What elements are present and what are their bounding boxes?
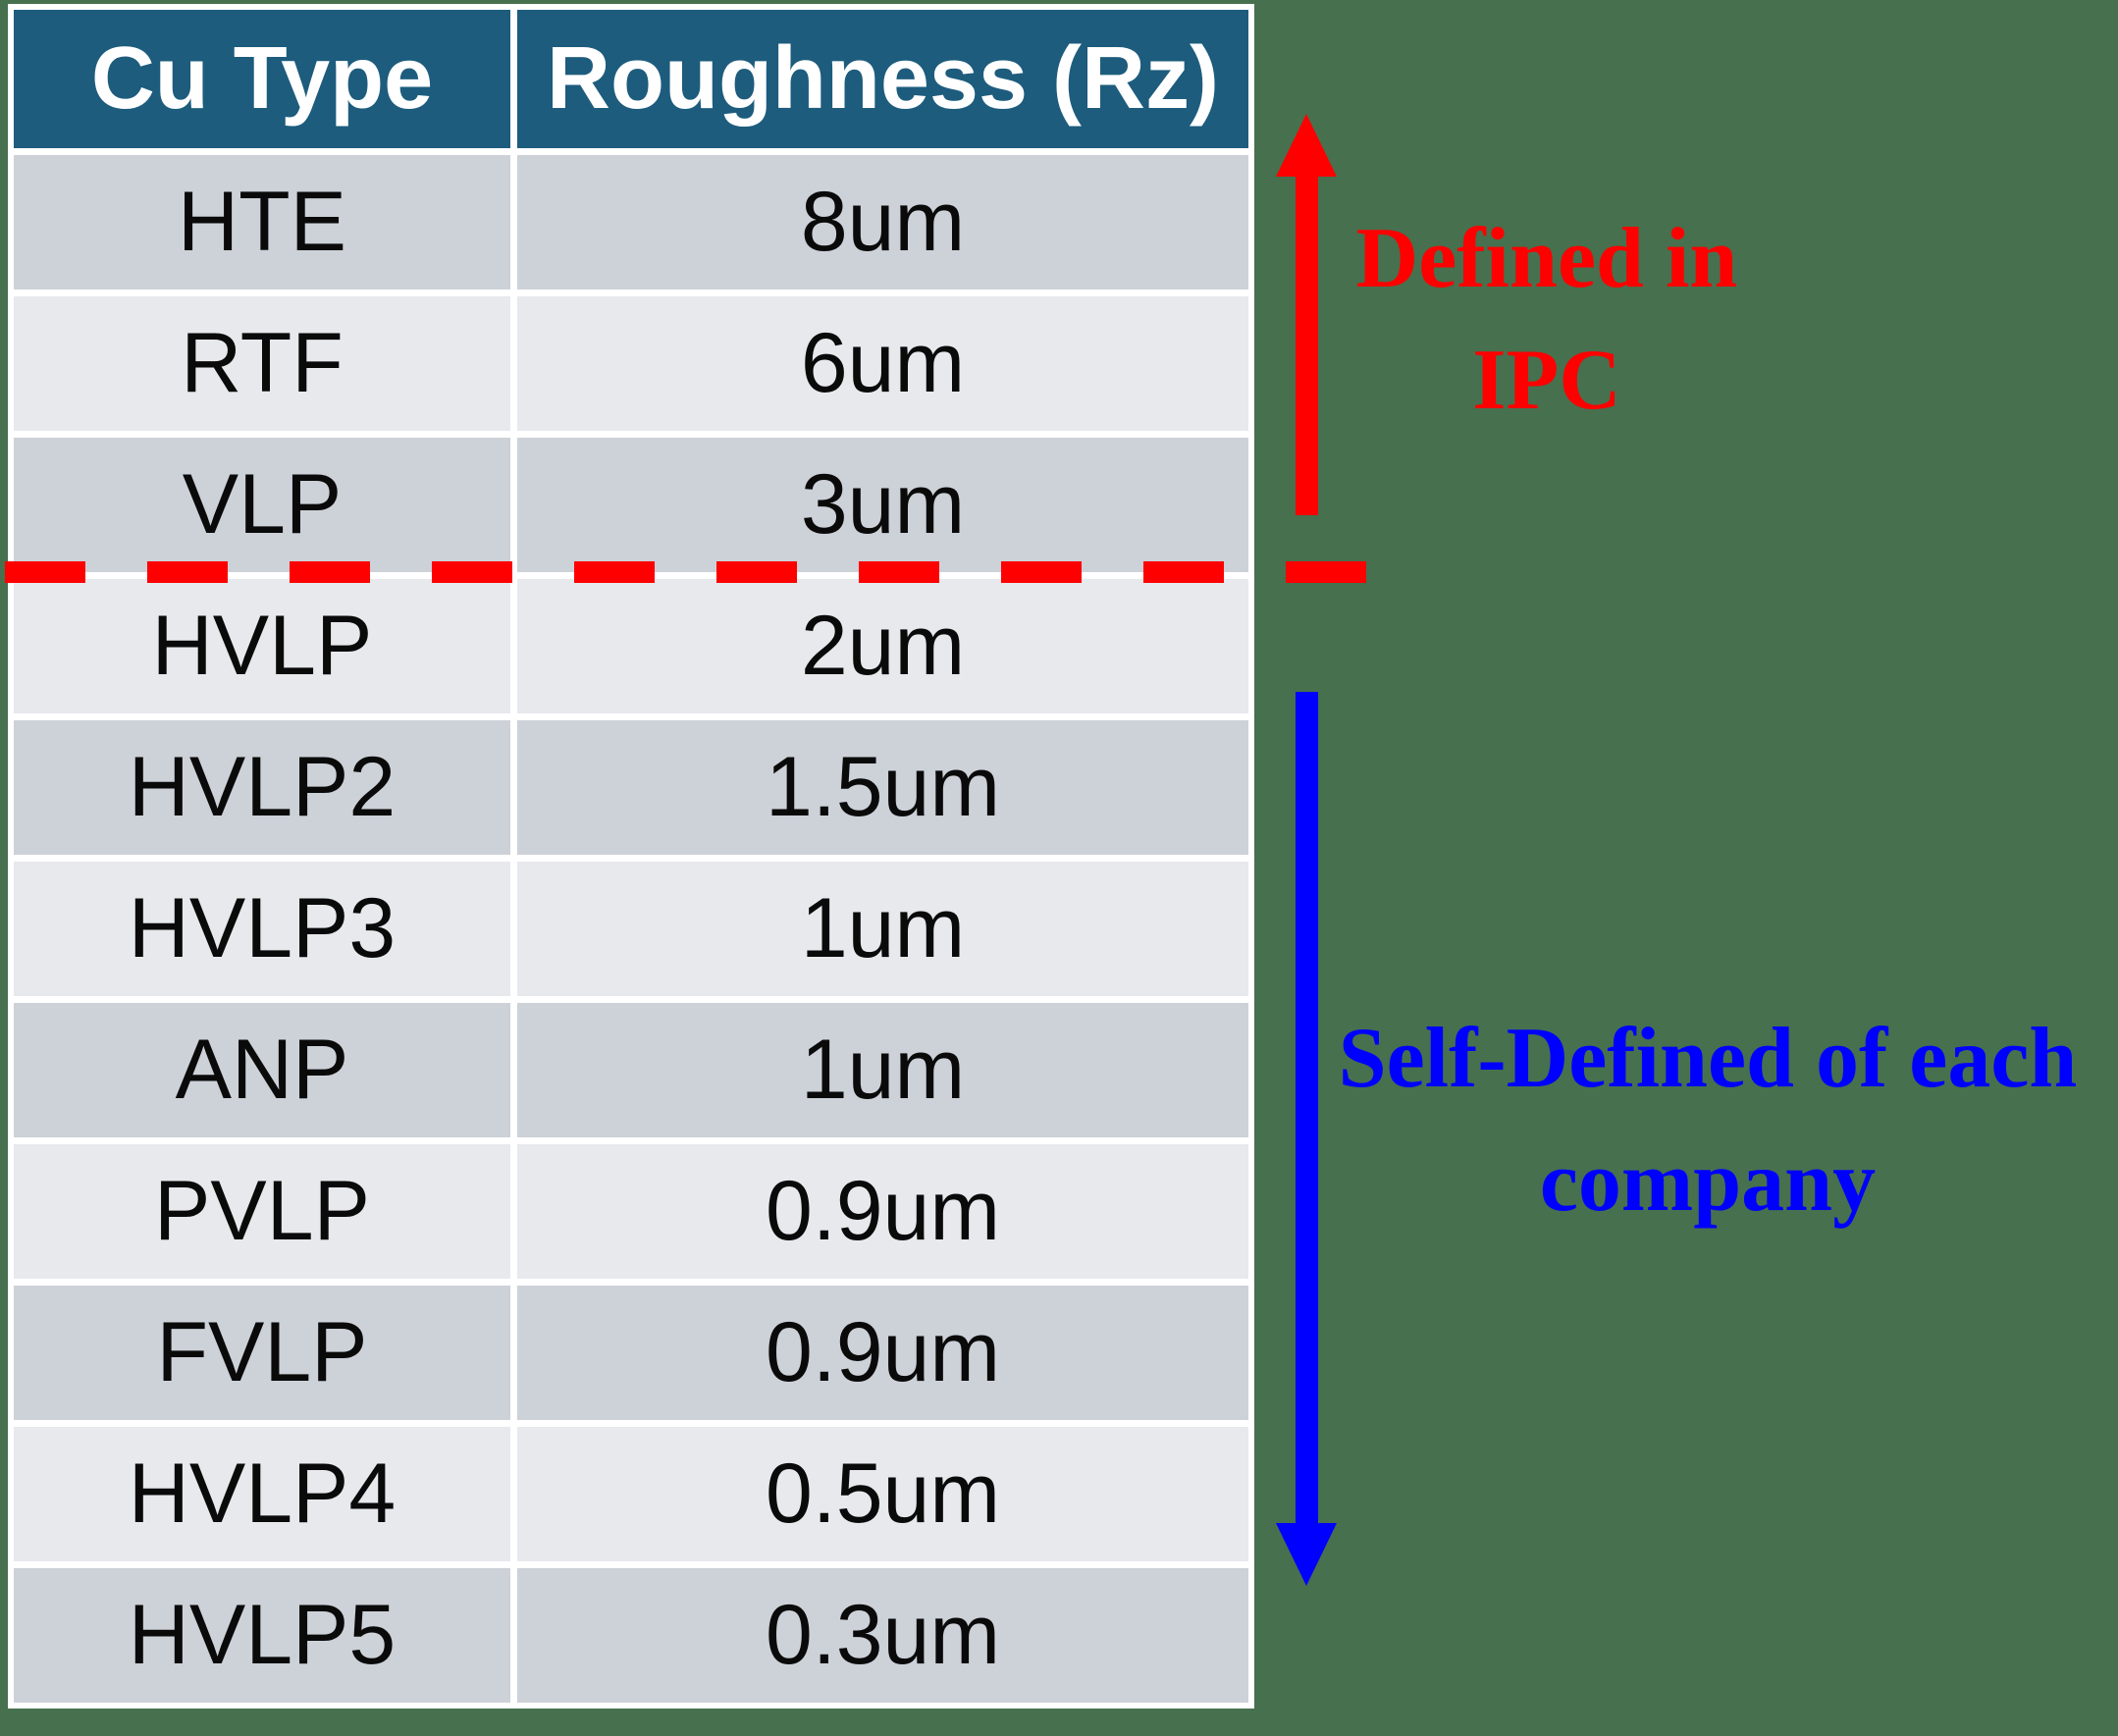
ipc-range-arrow-up-shaft [1296,175,1318,515]
roughness-cell: 3um [517,438,1248,572]
cu-roughness-table: Cu Type Roughness (Rz) HTE 8um RTF 6um V… [8,4,1254,1709]
header-roughness: Roughness (Rz) [517,10,1248,148]
roughness-cell: 1um [517,1003,1248,1137]
table-row: HVLP4 0.5um [14,1427,1248,1561]
cu-type-cell: HVLP4 [14,1427,510,1561]
ipc-defined-label: Defined in IPC [1350,198,1743,442]
cu-type-cell: HVLP [14,579,510,713]
cu-type-cell: PVLP [14,1144,510,1279]
self-defined-range-arrow-down-head [1276,1523,1337,1586]
table-row: HVLP 2um [14,579,1248,713]
table-row: FVLP 0.9um [14,1286,1248,1420]
ipc-boundary-dashed-line [5,561,1384,583]
table-row: HVLP5 0.3um [14,1568,1248,1703]
cu-type-cell: VLP [14,438,510,572]
roughness-cell: 0.9um [517,1286,1248,1420]
table-row: ANP 1um [14,1003,1248,1137]
table-row: VLP 3um [14,438,1248,572]
table-row: HTE 8um [14,155,1248,289]
ipc-defined-label-line2: IPC [1472,333,1621,428]
roughness-cell: 6um [517,296,1248,431]
roughness-cell: 0.5um [517,1427,1248,1561]
roughness-cell: 8um [517,155,1248,289]
table-row: PVLP 0.9um [14,1144,1248,1279]
table-body: HTE 8um RTF 6um VLP 3um HVLP 2um HVLP2 1… [14,155,1248,1703]
cu-type-cell: HVLP5 [14,1568,510,1703]
roughness-cell: 1.5um [517,720,1248,855]
header-cu-type: Cu Type [14,10,510,148]
cu-type-cell: HVLP3 [14,862,510,996]
table-row: RTF 6um [14,296,1248,431]
self-defined-range-arrow-down-shaft [1296,692,1318,1523]
roughness-cell: 0.9um [517,1144,1248,1279]
self-defined-label-line2: company [1539,1134,1877,1230]
roughness-cell: 2um [517,579,1248,713]
ipc-defined-label-line1: Defined in [1355,211,1738,306]
self-defined-label: Self-Defined of each company [1335,997,2081,1244]
self-defined-label-line1: Self-Defined of each [1338,1011,2078,1106]
cu-type-cell: HTE [14,155,510,289]
cu-type-cell: HVLP2 [14,720,510,855]
roughness-cell: 0.3um [517,1568,1248,1703]
table-row: HVLP3 1um [14,862,1248,996]
ipc-range-arrow-up-head [1276,114,1337,177]
table-header-row: Cu Type Roughness (Rz) [14,10,1248,148]
table-row: HVLP2 1.5um [14,720,1248,855]
cu-type-cell: FVLP [14,1286,510,1420]
roughness-cell: 1um [517,862,1248,996]
cu-type-cell: ANP [14,1003,510,1137]
cu-type-cell: RTF [14,296,510,431]
